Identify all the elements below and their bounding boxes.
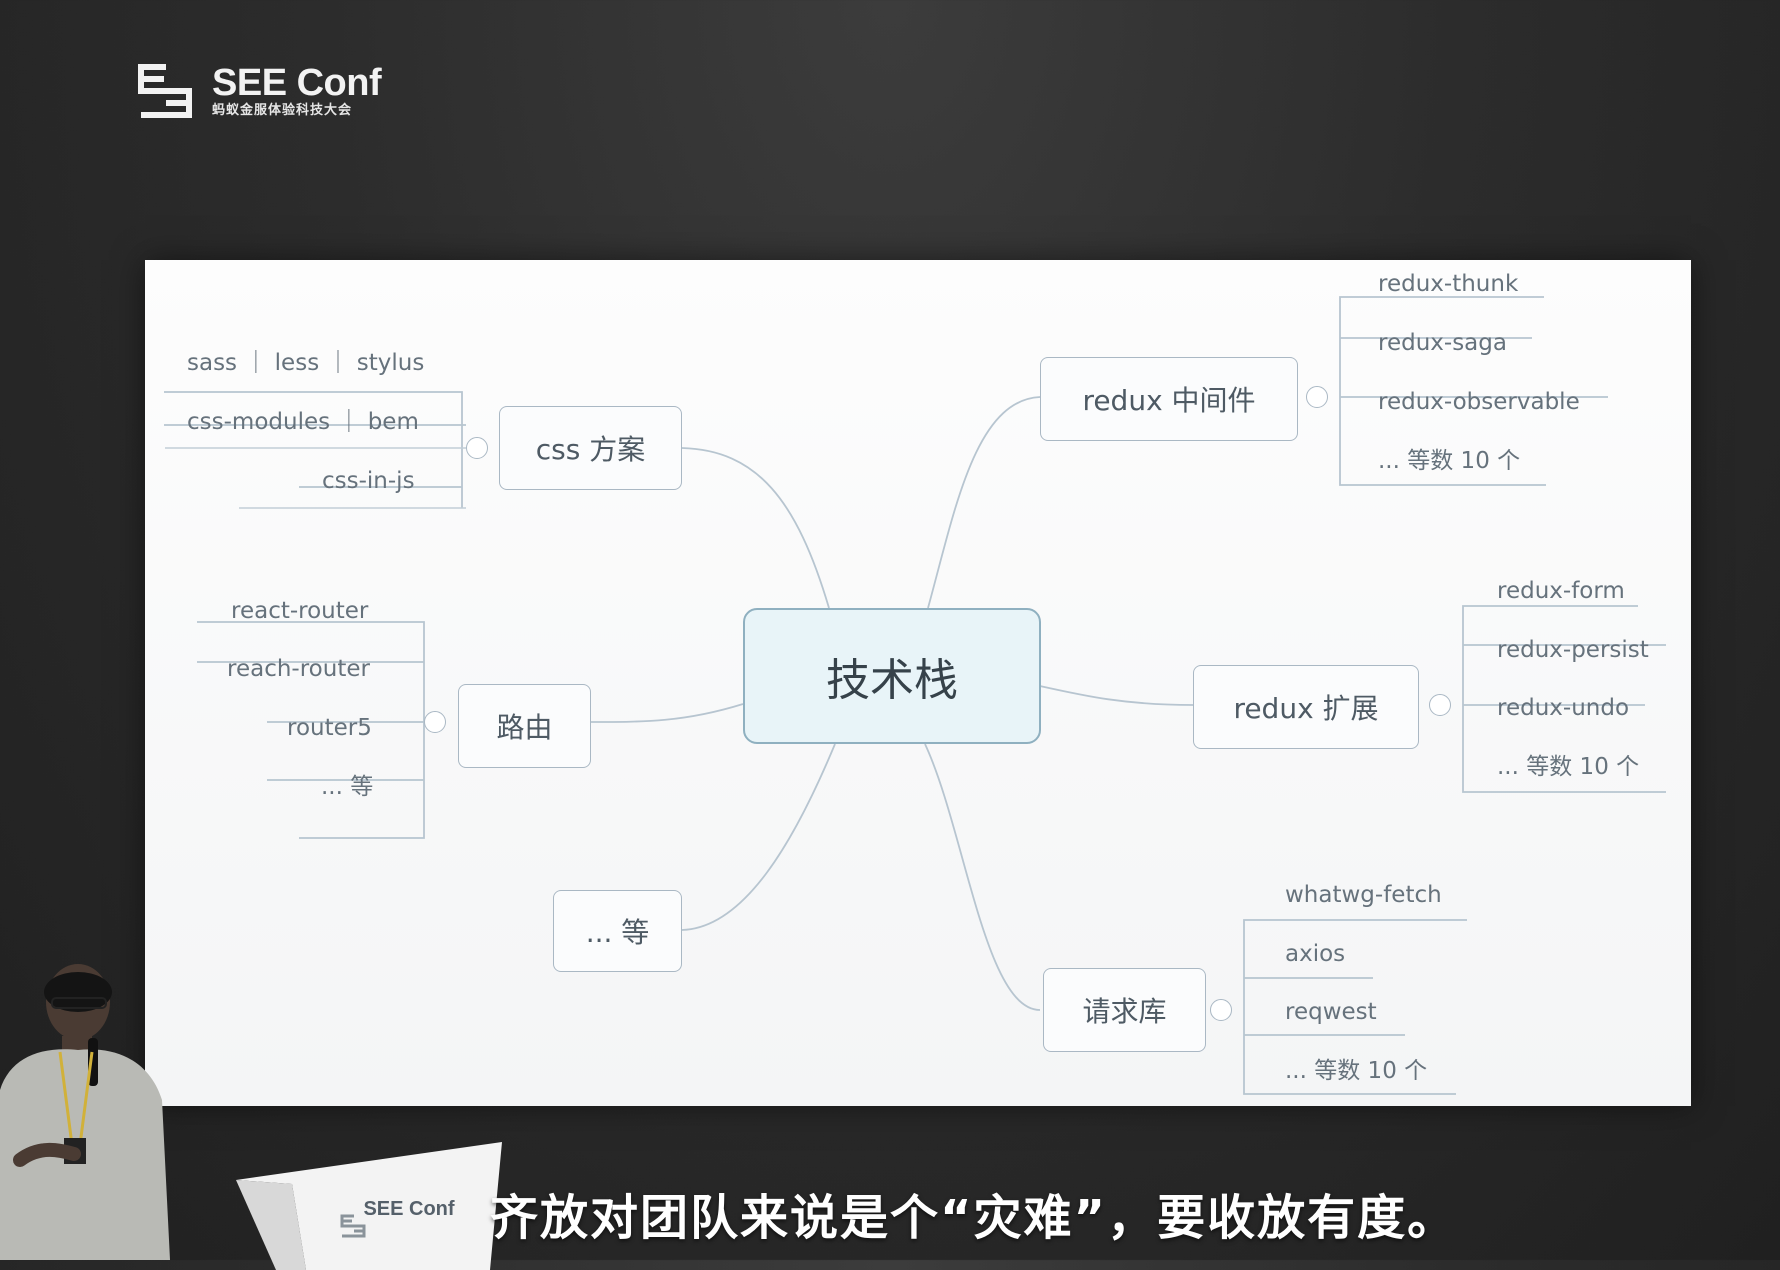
branch-node-redux-extension[interactable]: redux 扩展: [1193, 665, 1419, 749]
edge-redux-ext: [1039, 685, 1194, 706]
bracket-redux-mw: [1339, 296, 1608, 486]
branch-node-redux-middleware[interactable]: redux 中间件: [1040, 357, 1298, 441]
bracket-request: [1243, 919, 1467, 1095]
leaf-redux-thunk[interactable]: redux-thunk: [1378, 271, 1519, 297]
edge-etc: [681, 743, 836, 931]
leaf-css-preprocessors[interactable]: sass ｜ less ｜ stylus: [187, 350, 425, 376]
leaf-css-in-js[interactable]: css-in-js: [322, 468, 415, 494]
bracket-router: [197, 621, 425, 839]
leaf-redux-observable[interactable]: redux-observable: [1378, 389, 1580, 415]
leaf-axios[interactable]: axios: [1285, 941, 1346, 967]
edge-request: [924, 743, 1041, 1011]
leaf-redux-mw-etc[interactable]: ... 等数 10 个: [1378, 448, 1521, 474]
collapse-knob-css[interactable]: [466, 437, 488, 459]
podium: [236, 1142, 502, 1270]
leaf-redux-persist[interactable]: redux-persist: [1497, 637, 1649, 663]
branch-node-css[interactable]: css 方案: [499, 406, 682, 490]
bracket-redux-ext: [1462, 605, 1666, 793]
leaf-redux-ext-etc[interactable]: ... 等数 10 个: [1497, 754, 1640, 780]
collapse-knob-redux-mw[interactable]: [1306, 386, 1328, 408]
leaf-redux-form[interactable]: redux-form: [1497, 578, 1625, 604]
collapse-knob-redux-ext[interactable]: [1429, 694, 1451, 716]
video-subtitle: 齐放对团队来说是个“灾难”，要收放有度。: [490, 1190, 1458, 1246]
branch-node-router[interactable]: 路由: [458, 684, 591, 768]
speaker-figure: [0, 964, 170, 1260]
leaf-request-etc[interactable]: ... 等数 10 个: [1285, 1058, 1428, 1084]
leaf-redux-undo[interactable]: redux-undo: [1497, 695, 1630, 721]
root-node[interactable]: 技术栈: [743, 608, 1041, 744]
edge-css: [681, 447, 830, 609]
leaf-whatwg-fetch[interactable]: whatwg-fetch: [1285, 882, 1442, 908]
leaf-reach-router[interactable]: reach-router: [227, 656, 370, 682]
projected-slide: 技术栈 css 方案 路由 ... 等 redux 中间件 redux 扩展 请…: [145, 260, 1691, 1106]
podium-logo: SEE Conf: [363, 1198, 455, 1220]
see-conf-logo-icon: [138, 64, 192, 118]
edge-redux-mw: [927, 396, 1041, 609]
leaf-css-modules[interactable]: css-modules ｜ bem: [187, 409, 419, 435]
branch-node-etc[interactable]: ... 等: [553, 890, 682, 972]
leaf-redux-saga[interactable]: redux-saga: [1378, 330, 1507, 356]
edge-router: [590, 703, 744, 723]
see-conf-logo: SEE Conf 蚂蚁金服体验科技大会: [136, 62, 382, 120]
logo-name: SEE Conf: [212, 62, 382, 104]
leaf-react-router[interactable]: react-router: [231, 598, 369, 624]
collapse-knob-request[interactable]: [1210, 999, 1232, 1021]
leaf-reqwest[interactable]: reqwest: [1285, 999, 1377, 1025]
bracket-css: [164, 391, 466, 508]
branch-node-request-library[interactable]: 请求库: [1043, 968, 1206, 1052]
collapse-knob-router[interactable]: [424, 711, 446, 733]
logo-tagline: 蚂蚁金服体验科技大会: [212, 103, 353, 118]
leaf-router5[interactable]: router5: [287, 715, 372, 741]
mindmap-connectors: [164, 296, 1666, 1095]
leaf-router-etc[interactable]: ... 等: [321, 774, 374, 800]
